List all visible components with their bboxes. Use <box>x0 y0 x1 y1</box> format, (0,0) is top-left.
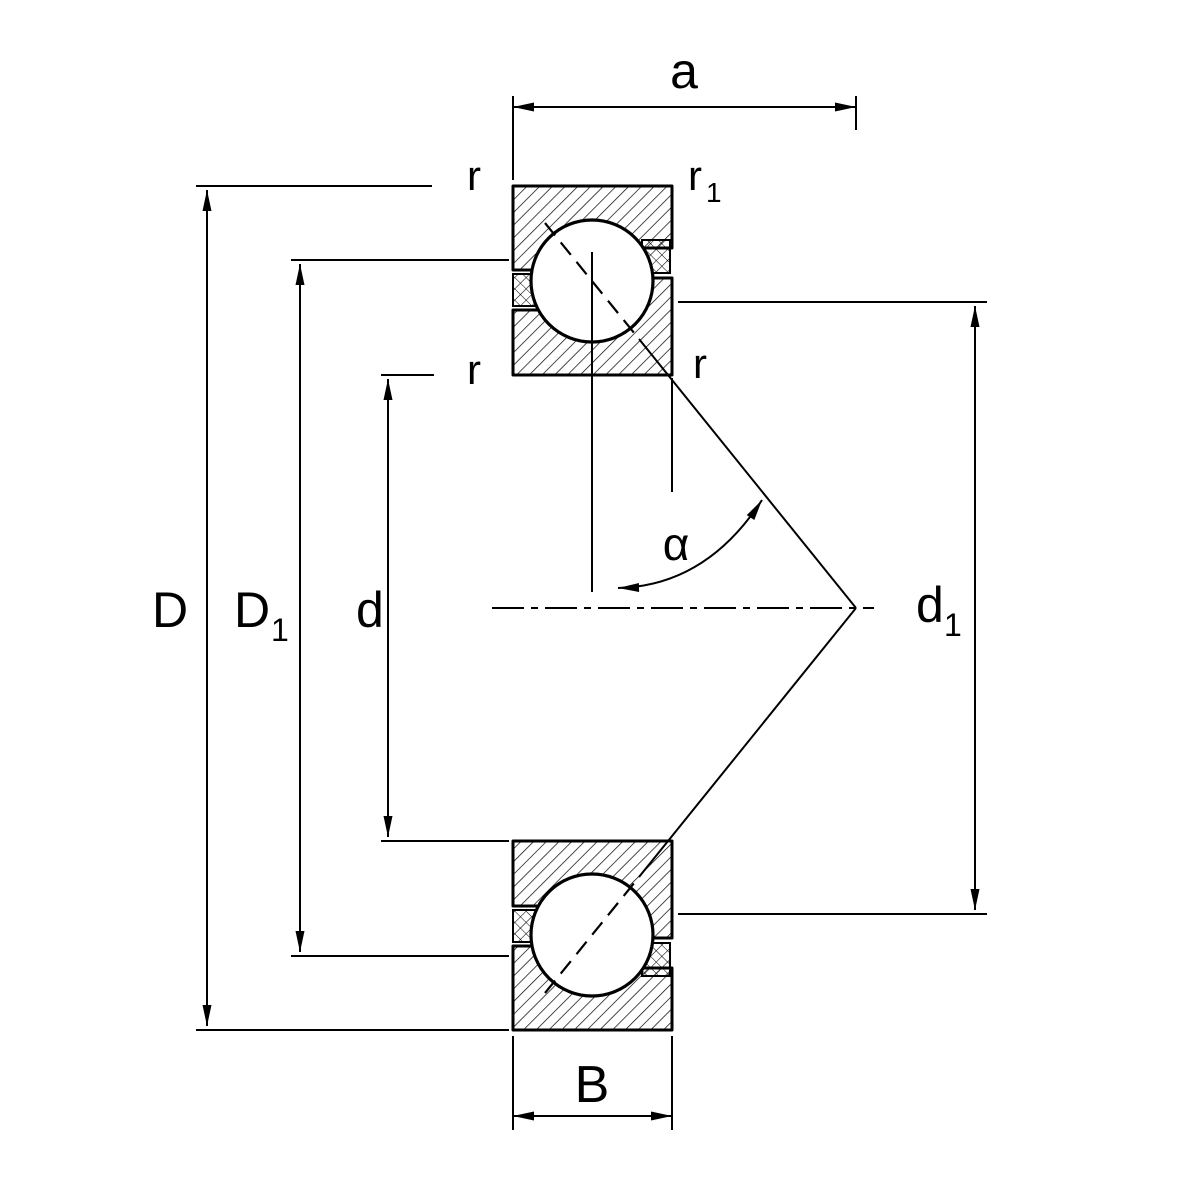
dimension-a: a <box>512 43 857 180</box>
dimension-D1: D 1 <box>234 259 509 957</box>
contact-line-upper <box>638 338 857 609</box>
contact-angle-construction: α <box>591 252 857 878</box>
contact-line-lower <box>638 607 857 878</box>
dimension-d1: d 1 <box>678 301 987 915</box>
radius-label-r1-subscript: 1 <box>706 177 722 208</box>
dimension-label-d: d <box>356 582 384 638</box>
radius-label-mid-right: r <box>693 340 707 387</box>
radius-labels: r r 1 r r <box>467 152 722 393</box>
dimension-label-D: D <box>152 582 188 638</box>
dimension-label-B: B <box>575 1056 610 1114</box>
dimension-label-D1: D <box>234 582 270 638</box>
dimension-B: B <box>512 1036 673 1130</box>
dimension-label-a: a <box>670 43 698 99</box>
radius-label-top-left: r <box>467 152 481 199</box>
radius-label-r1-top-right: r <box>688 152 702 199</box>
radius-label-mid-left: r <box>467 346 481 393</box>
contact-angle-label: α <box>663 518 690 570</box>
ball-bottom <box>529 872 655 998</box>
dimension-label-d1-subscript: 1 <box>944 607 962 643</box>
bottom-bearing-section <box>511 839 674 1032</box>
dimension-label-d1: d <box>916 577 944 633</box>
dimension-label-D1-subscript: 1 <box>271 612 289 648</box>
dimension-D: D <box>152 185 509 1031</box>
contact-angle-arc <box>617 499 763 593</box>
dimension-d: d <box>356 374 509 842</box>
